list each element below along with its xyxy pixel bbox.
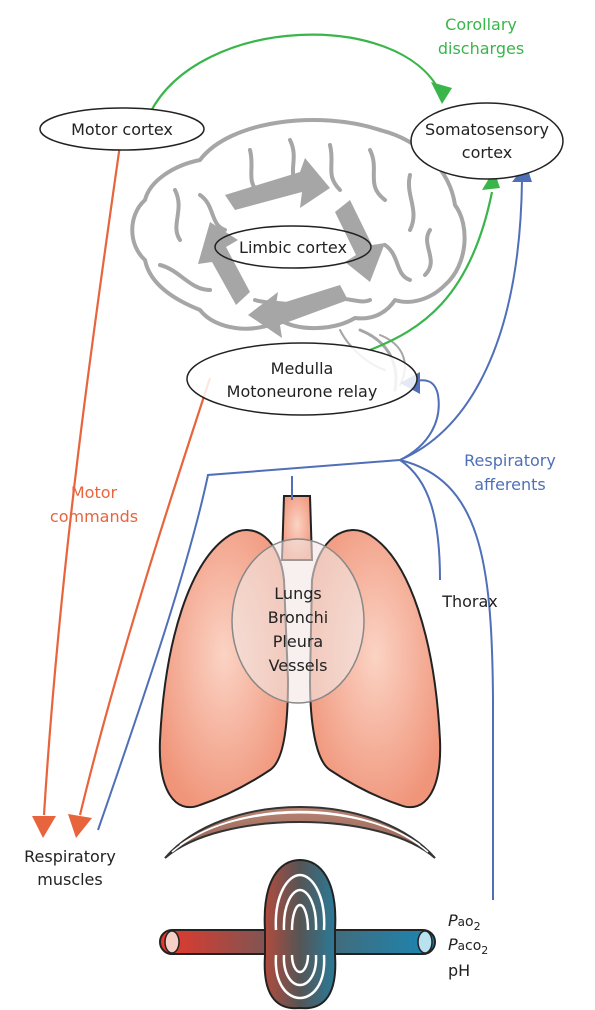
- corollary-label-line2: discharges: [438, 39, 524, 58]
- medulla-label-line2: Motoneurone relay: [227, 382, 378, 401]
- ph-label: pH: [448, 961, 470, 980]
- muscles-label-line2: muscles: [37, 870, 102, 889]
- motor-cortex-label: Motor cortex: [71, 120, 173, 139]
- muscles-label-line1: Respiratory: [24, 847, 116, 866]
- corollary-label-line1: Corollary: [445, 15, 517, 34]
- lungs-illustration: [160, 496, 440, 807]
- pao2-label: Pao2: [448, 911, 481, 933]
- alveolus-illustration: [160, 860, 435, 1008]
- paco2-label: Paco2: [448, 935, 488, 957]
- lungs-label-line2: Bronchi: [268, 608, 329, 627]
- somatosensory-node: [411, 103, 563, 179]
- motor-commands-label-line1: Motor: [71, 483, 118, 502]
- lungs-label-line4: Vessels: [269, 656, 328, 675]
- medulla-label-line1: Medulla: [271, 359, 334, 378]
- motor-arrowheads: [32, 814, 92, 838]
- afferents-label-line2: afferents: [474, 475, 546, 494]
- motor-arrowhead-2: [68, 814, 92, 838]
- motor-arrowhead-1: [32, 816, 56, 838]
- somatosensory-label-line1: Somatosensory: [425, 120, 549, 139]
- motor-commands-label-line2: commands: [50, 507, 138, 526]
- limbic-label: Limbic cortex: [239, 238, 347, 257]
- afferents-label-line1: Respiratory: [464, 451, 556, 470]
- afferent-arrowheads: [400, 164, 532, 394]
- lungs-label-line3: Pleura: [273, 632, 323, 651]
- lungs-label-line1: Lungs: [274, 584, 321, 603]
- medulla-node: [187, 343, 417, 415]
- thorax-label: Thorax: [441, 592, 498, 611]
- somatosensory-label-line2: cortex: [462, 143, 512, 162]
- diaphragm-illustration: [165, 807, 435, 858]
